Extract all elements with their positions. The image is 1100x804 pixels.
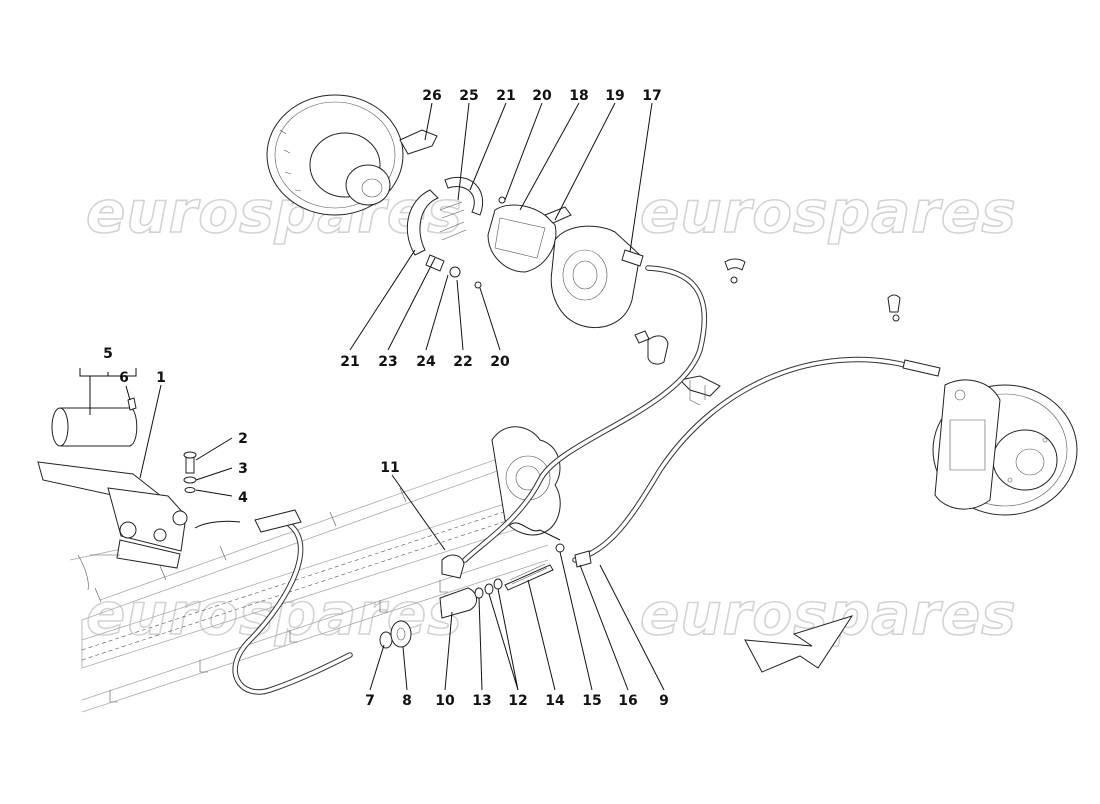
equalizer-parts: [379, 522, 592, 649]
hand-brake-lever: [37, 461, 188, 569]
callout-17: 17: [642, 88, 661, 104]
callout-20-bottom: 20: [490, 354, 510, 370]
callout-24: 24: [416, 354, 436, 370]
brake-backplate: [474, 196, 572, 289]
chassis-structure: [69, 426, 561, 713]
callout-20-top: 20: [532, 88, 552, 104]
brake-disc-right: [932, 379, 1078, 516]
callout-7: 7: [365, 693, 375, 709]
cable-clips: [634, 258, 901, 406]
watermark-top-left: eurospares: [86, 178, 463, 246]
bolt-and-washers: [183, 451, 197, 493]
callout-21-top: 21: [496, 88, 515, 104]
callout-1: 1: [156, 370, 166, 386]
callout-11: 11: [380, 460, 399, 476]
callout-6: 6: [119, 370, 129, 386]
callout-8: 8: [402, 693, 412, 709]
brake-cables: [194, 265, 941, 695]
callout-21-bottom: 21: [340, 354, 359, 370]
brake-shoes-assembly: [399, 129, 484, 278]
brake-disc-left: [266, 94, 404, 216]
callout-5: 5: [103, 346, 113, 362]
callout-3: 3: [238, 461, 248, 477]
callout-14: 14: [545, 693, 565, 709]
callout-22: 22: [453, 354, 472, 370]
watermark-top-right: eurospares: [640, 178, 1017, 246]
callout-25: 25: [459, 88, 478, 104]
callout-26: 26: [422, 88, 441, 104]
callout-9: 9: [659, 693, 669, 709]
callout-2: 2: [238, 431, 248, 447]
hub-carrier: [550, 225, 644, 329]
callout-16: 16: [618, 693, 637, 709]
callout-12: 12: [508, 693, 527, 709]
callout-labels: 26 25 21 20 18 19 17 21 23 24 22 20 5 6 …: [103, 88, 669, 709]
leader-lines: [79, 102, 665, 691]
callout-4: 4: [238, 490, 248, 506]
direction-arrow-icon: [744, 615, 854, 673]
callout-19: 19: [605, 88, 624, 104]
callout-18: 18: [569, 88, 588, 104]
hand-brake-grip: [51, 397, 138, 447]
callout-13: 13: [472, 693, 491, 709]
callout-15: 15: [582, 693, 601, 709]
callout-23: 23: [378, 354, 397, 370]
callout-10: 10: [435, 693, 455, 709]
